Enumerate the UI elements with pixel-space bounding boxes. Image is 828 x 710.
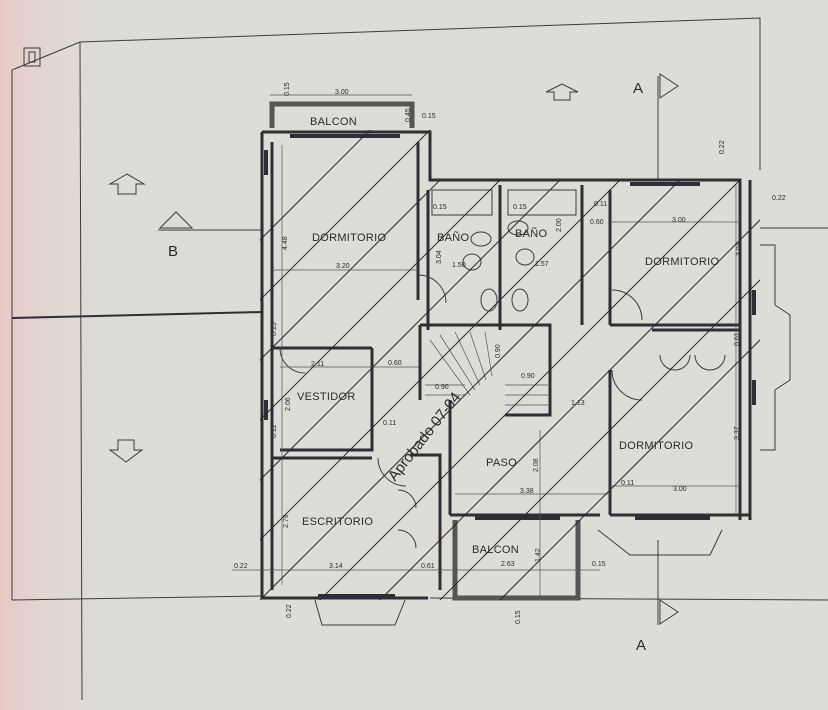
room-paso: PASO bbox=[486, 457, 517, 469]
svg-text:0.90: 0.90 bbox=[435, 384, 449, 391]
svg-text:2.00: 2.00 bbox=[556, 218, 563, 232]
room-dormitorio-se: DORMITORIO bbox=[619, 440, 693, 452]
room-dormitorio-ne: DORMITORIO bbox=[645, 256, 719, 268]
room-dormitorio-nw: DORMITORIO bbox=[312, 232, 386, 244]
lot-boundary bbox=[11, 17, 828, 701]
svg-text:0.22: 0.22 bbox=[234, 563, 248, 570]
svg-text:0.15: 0.15 bbox=[433, 204, 447, 211]
dimension-labels: 3.00 0.15 0.45 0.15 4.48 3.20 0.15 0.15 … bbox=[234, 82, 786, 624]
svg-text:0.60: 0.60 bbox=[388, 360, 402, 367]
walls bbox=[260, 101, 791, 626]
section-mark-a-bottom: A bbox=[636, 540, 679, 654]
section-mark-b: B bbox=[158, 211, 262, 260]
svg-text:0.90: 0.90 bbox=[521, 373, 535, 380]
svg-text:0.15: 0.15 bbox=[515, 610, 522, 624]
svg-text:3.00: 3.00 bbox=[672, 217, 686, 224]
windows bbox=[264, 134, 756, 598]
svg-text:4.48: 4.48 bbox=[282, 236, 289, 250]
svg-text:2.79: 2.79 bbox=[283, 514, 290, 528]
arrow-down-icon bbox=[108, 439, 144, 463]
svg-text:0.15: 0.15 bbox=[513, 204, 527, 211]
svg-text:B: B bbox=[168, 243, 178, 260]
room-vestidor: VESTIDOR bbox=[297, 391, 356, 403]
svg-text:3.20: 3.20 bbox=[336, 263, 350, 270]
svg-text:0.15: 0.15 bbox=[592, 561, 606, 568]
svg-text:2.11: 2.11 bbox=[311, 361, 324, 368]
svg-text:0.11: 0.11 bbox=[621, 480, 634, 487]
svg-text:0.90: 0.90 bbox=[495, 344, 502, 358]
approval-hatch bbox=[260, 130, 760, 600]
svg-text:3.00: 3.00 bbox=[335, 89, 349, 96]
svg-text:0.15: 0.15 bbox=[284, 82, 291, 96]
svg-text:0.11: 0.11 bbox=[271, 425, 278, 438]
svg-text:0.11: 0.11 bbox=[383, 420, 396, 427]
svg-text:3.00: 3.00 bbox=[673, 486, 687, 493]
svg-text:0.45: 0.45 bbox=[405, 108, 412, 122]
meter-box-icon bbox=[23, 47, 41, 67]
svg-text:0.61: 0.61 bbox=[734, 332, 741, 346]
svg-text:1.57: 1.57 bbox=[535, 261, 549, 268]
room-escritorio: ESCRITORIO bbox=[302, 516, 373, 528]
svg-text:2.06: 2.06 bbox=[285, 397, 292, 411]
svg-text:0.61: 0.61 bbox=[421, 563, 435, 570]
svg-text:0.22: 0.22 bbox=[719, 140, 726, 154]
svg-text:3.04: 3.04 bbox=[736, 242, 743, 256]
svg-text:2.63: 2.63 bbox=[501, 561, 515, 568]
arrow-up-icon bbox=[545, 83, 579, 101]
svg-text:1.42: 1.42 bbox=[535, 548, 542, 562]
svg-text:0.22: 0.22 bbox=[772, 195, 786, 202]
room-balcon-bottom: BALCON bbox=[472, 544, 519, 556]
door-swings bbox=[279, 274, 726, 549]
room-bano-1: BAÑO bbox=[437, 231, 470, 244]
room-labels: BALCON DORMITORIO BAÑO BAÑO DORMITORIO V… bbox=[297, 116, 719, 556]
svg-text:0.11: 0.11 bbox=[594, 201, 607, 208]
section-mark-a-top: A bbox=[633, 73, 679, 180]
svg-text:3.14: 3.14 bbox=[329, 563, 343, 570]
svg-text:2.08: 2.08 bbox=[533, 458, 540, 472]
paper-tint bbox=[0, 0, 110, 710]
svg-text:3.38: 3.38 bbox=[520, 488, 534, 495]
svg-text:0.15: 0.15 bbox=[271, 322, 278, 336]
svg-text:0.60: 0.60 bbox=[590, 219, 604, 226]
svg-text:A: A bbox=[636, 637, 646, 654]
room-balcon-top: BALCON bbox=[310, 116, 357, 128]
svg-text:A: A bbox=[633, 80, 643, 97]
svg-text:0.22: 0.22 bbox=[286, 604, 293, 618]
bathroom-fixtures bbox=[431, 189, 577, 312]
room-bano-2: BAÑO bbox=[515, 227, 548, 240]
svg-text:3.04: 3.04 bbox=[436, 250, 443, 264]
svg-text:3.37: 3.37 bbox=[734, 426, 741, 440]
svg-text:0.15: 0.15 bbox=[422, 113, 436, 120]
arrow-up-icon bbox=[108, 173, 146, 195]
svg-text:1.50: 1.50 bbox=[452, 262, 466, 269]
svg-text:1.13: 1.13 bbox=[571, 400, 585, 407]
